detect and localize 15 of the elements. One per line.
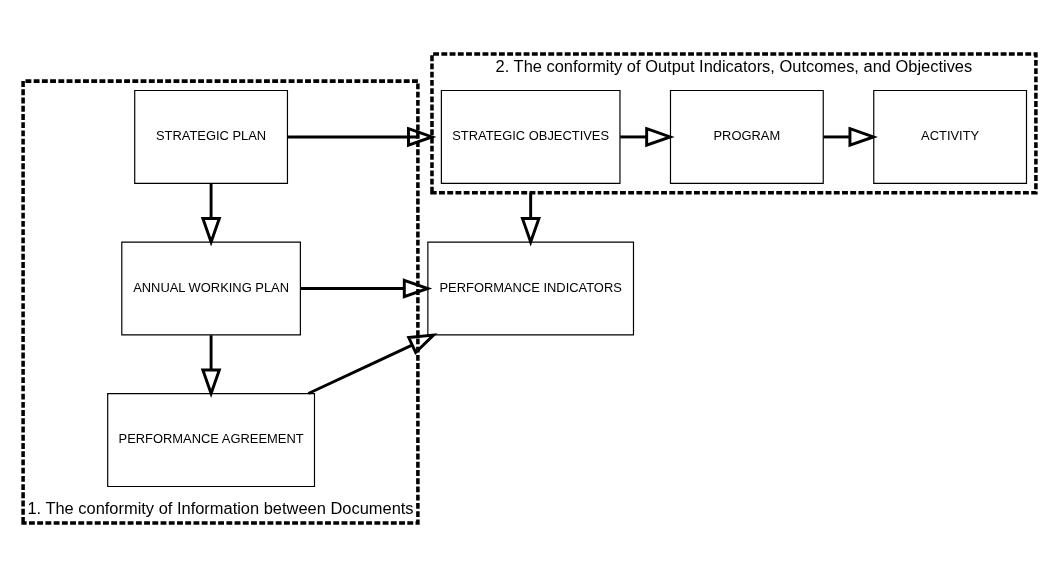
arrow (300, 277, 433, 299)
arrow (520, 192, 541, 246)
arrow (200, 334, 222, 398)
node-box: ACTIVITY (873, 89, 1028, 184)
node-box: PERFORMANCE INDICATORS (427, 241, 635, 335)
node-box: STRATEGIC OBJECTIVES (440, 89, 621, 184)
arrow (200, 183, 222, 246)
arrow (287, 126, 437, 147)
arrow (307, 332, 438, 395)
arrow (620, 126, 675, 147)
node-box: PROGRAM (669, 89, 824, 184)
arrow (823, 126, 878, 147)
node-box: ANNUAL WORKING PLAN (121, 241, 301, 335)
node-box: PERFORMANCE AGREEMENT (107, 392, 316, 487)
node-box: STRATEGIC PLAN (134, 89, 289, 184)
